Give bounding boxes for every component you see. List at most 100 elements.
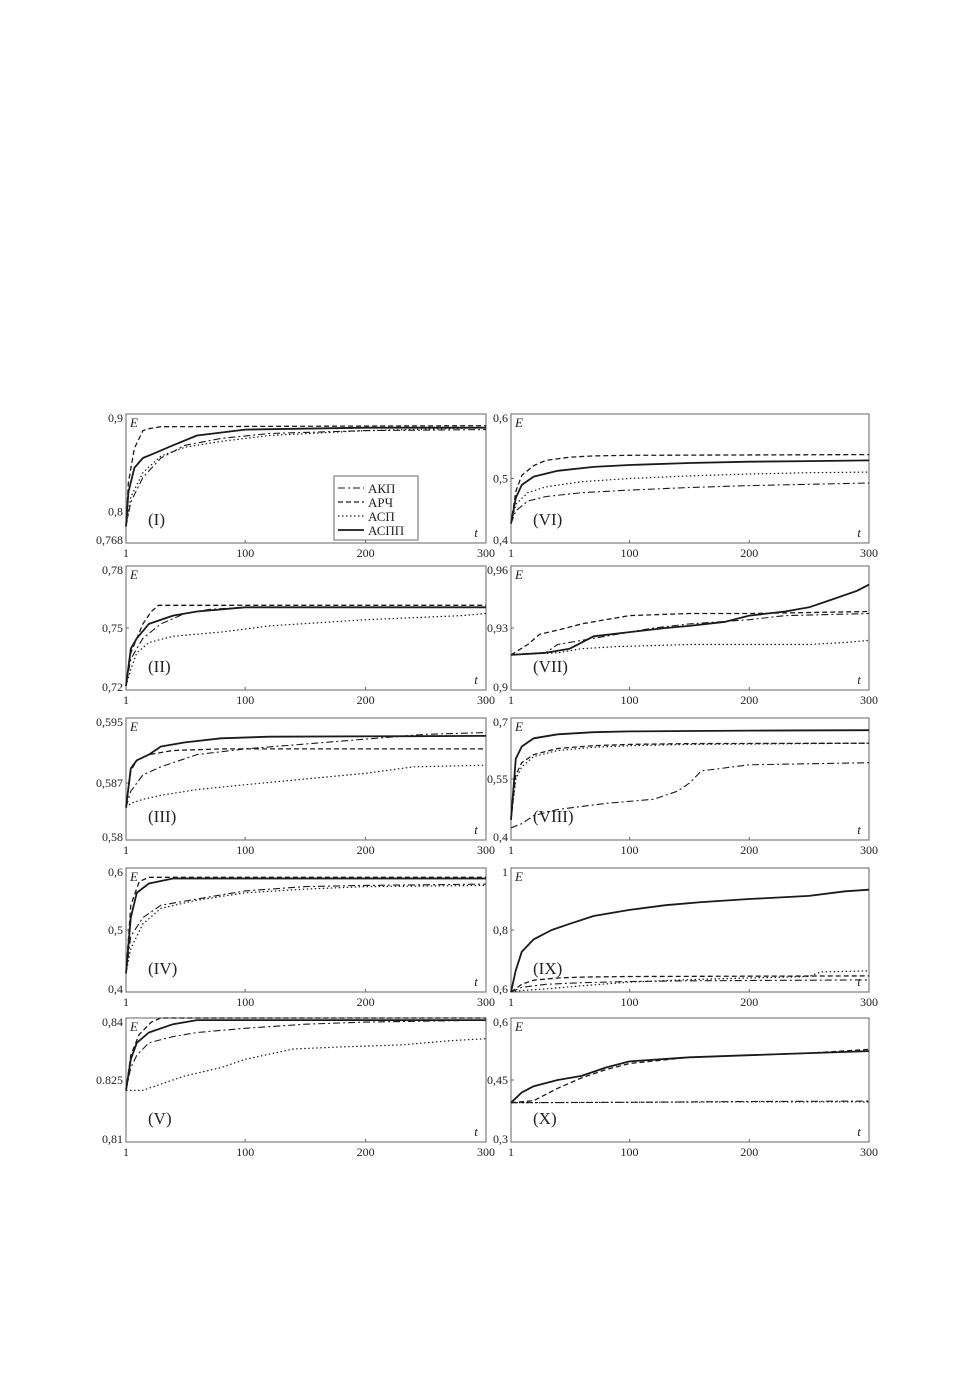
y-tick-label: 0,45 (487, 1073, 508, 1087)
x-tick-label: 300 (477, 693, 495, 707)
series-line (510, 970, 870, 993)
x-tick-label: 300 (860, 1145, 878, 1159)
y-tick-label: 0,9 (493, 680, 508, 694)
series-line (125, 604, 486, 686)
legend-label: АРЧ (368, 495, 394, 510)
y-tick-label: 0.825 (96, 1073, 123, 1087)
series-line (125, 1019, 487, 1091)
x-tick-label: 200 (357, 1145, 375, 1159)
panel-label: (VII) (533, 657, 568, 676)
y-tick-label: 0,84 (102, 1015, 123, 1029)
series-line (510, 975, 870, 993)
x-tick-label: 1 (123, 693, 129, 707)
x-tick-label: 1 (508, 693, 514, 707)
x-tick-label: 1 (508, 546, 514, 560)
series-line (510, 888, 870, 993)
y-tick-label: 0,4 (493, 830, 508, 844)
series-line (125, 1019, 486, 1091)
x-tick-label: 1 (123, 1145, 129, 1159)
panel-label: (X) (533, 1109, 557, 1128)
panel-label: (V) (148, 1109, 172, 1128)
x-tick-label: 1 (123, 995, 129, 1009)
series-line (510, 453, 870, 524)
x-tick-label: 300 (860, 843, 878, 857)
y-tick-label: 0,9 (108, 411, 123, 425)
x-tick-label: 200 (740, 1145, 758, 1159)
y-tick-label: 0,75 (102, 621, 123, 635)
legend-label: АКП (368, 481, 395, 496)
x-tick-label: 300 (860, 693, 878, 707)
y-tick-label: 0,8 (493, 923, 508, 937)
x-tick-label: 300 (477, 995, 495, 1009)
y-axis-label: E (129, 719, 138, 734)
y-tick-label: 0,3 (493, 1132, 508, 1146)
y-tick-label: 0,6 (493, 1015, 508, 1029)
y-tick-label: 0,768 (96, 533, 123, 547)
x-tick-label: 100 (236, 693, 254, 707)
x-tick-label: 100 (236, 995, 254, 1009)
series-line (510, 471, 870, 524)
y-tick-label: 0,595 (96, 715, 123, 729)
y-tick-label: 0,6 (493, 411, 508, 425)
plot-frame (125, 413, 487, 544)
series-line (510, 762, 870, 829)
series-line (125, 427, 487, 527)
y-tick-label: 0,58 (102, 830, 123, 844)
x-tick-label: 1 (508, 1145, 514, 1159)
plot-frame (510, 867, 870, 993)
series-line (510, 610, 870, 656)
series-line (510, 639, 870, 656)
x-tick-label: 100 (621, 546, 639, 560)
x-axis-label: t (474, 672, 478, 687)
x-tick-label: 200 (740, 546, 758, 560)
x-tick-label: 200 (740, 995, 758, 1009)
x-axis-label: t (857, 672, 861, 687)
series-line (126, 1038, 487, 1091)
series-line (125, 764, 487, 808)
x-tick-label: 1 (508, 843, 514, 857)
panel-label: (IV) (148, 959, 177, 978)
y-axis-label: E (514, 1019, 523, 1034)
series-line (510, 979, 870, 993)
series-line (125, 883, 487, 974)
series-line (125, 606, 486, 686)
y-tick-label: 0,5 (493, 472, 508, 486)
plot-frame (510, 413, 870, 544)
series-line (510, 1050, 870, 1104)
y-axis-label: E (514, 719, 523, 734)
x-tick-label: 100 (621, 995, 639, 1009)
series-line (510, 729, 870, 820)
y-tick-label: 0,78 (102, 563, 123, 577)
y-axis-label: E (129, 1019, 138, 1034)
y-tick-label: 0,6 (493, 982, 508, 996)
series-line (125, 612, 487, 687)
series-line (125, 426, 486, 527)
plot-frame (125, 717, 487, 841)
x-tick-label: 100 (621, 693, 639, 707)
y-axis-label: E (129, 567, 138, 582)
series-line (510, 1101, 869, 1104)
series-line (510, 482, 870, 524)
series-line (125, 876, 486, 974)
x-tick-label: 300 (477, 1145, 495, 1159)
y-tick-label: 0,72 (102, 680, 123, 694)
series-line (125, 748, 486, 808)
y-axis-label: E (514, 567, 523, 582)
y-tick-label: 0,7 (493, 715, 508, 729)
y-tick-label: 0,6 (108, 865, 123, 879)
x-tick-label: 1 (123, 546, 129, 560)
series-line (125, 735, 487, 808)
y-tick-label: 0,93 (487, 621, 508, 635)
x-tick-label: 300 (860, 546, 878, 560)
y-axis-label: E (514, 869, 523, 884)
series-line (125, 425, 487, 527)
